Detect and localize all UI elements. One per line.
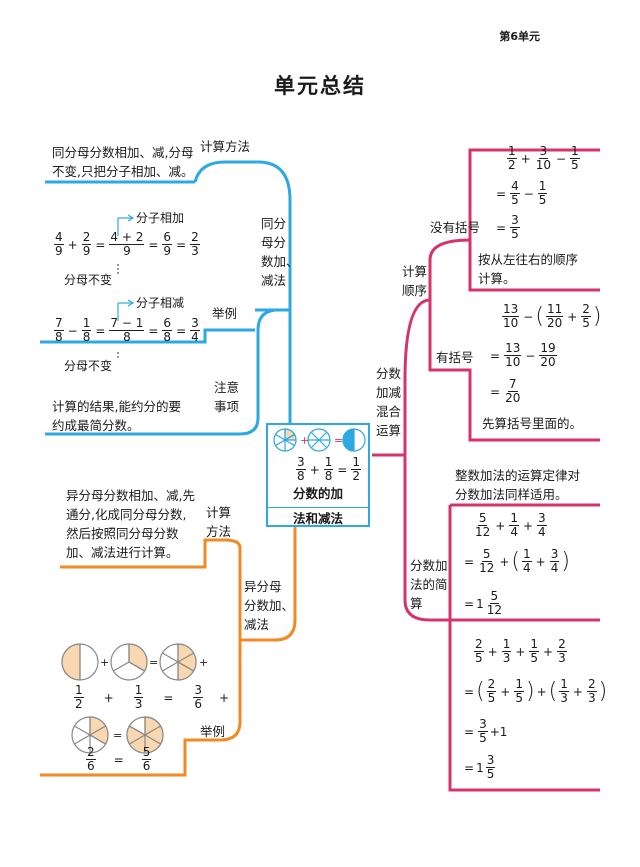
same-example-label: 举例 [212, 306, 238, 321]
svg-text:=: = [334, 434, 343, 447]
mixed-branch-label: 分数 加减 混合 运算 [376, 366, 402, 438]
add-denominator-note: 分母不变 [64, 273, 113, 287]
svg-text:+: + [199, 656, 208, 669]
diff-example-label: 举例 [200, 724, 226, 739]
sub-denominator-note: 分母不变 [64, 359, 113, 373]
no-paren-text: 按从左往右的顺序 计算。 [478, 252, 579, 286]
svg-text:=: = [113, 729, 122, 742]
center-title: 分数的加 法和减法 [268, 485, 368, 528]
same-method-text: 同分母分数相加、减,分母 不变,只把分子相加、减。 [52, 145, 194, 179]
order-label: 计算 顺序 [402, 264, 428, 298]
paren-label: 有括号 [436, 350, 474, 365]
attention-text: 计算的结果,能约分的要 约成最简分数。 [52, 399, 181, 433]
diff-method-label: 计算 方法 [206, 505, 232, 539]
same-method-label: 计算方法 [200, 139, 251, 154]
no-paren-label: 没有括号 [430, 220, 481, 235]
diff-example-pies: + = + = [61, 643, 208, 754]
attention-label: 注意 事项 [214, 380, 240, 414]
svg-text:+: + [300, 434, 309, 447]
page-title: 单元总结 [274, 74, 366, 98]
diff-branch-label: 异分母 分数加、 减法 [244, 579, 295, 632]
unit-label: 第6单元 [499, 30, 540, 43]
diff-method-text: 异分母分数相加、减,先 通分,化成同分母分数, 然后按照同分母分数 加、减法进行… [66, 488, 195, 560]
svg-text:=: = [149, 656, 158, 669]
simple-label: 分数加 法的简 算 [410, 558, 448, 611]
paren-text: 先算括号里面的。 [482, 416, 583, 431]
same-branch-label: 同分 母分 数加、 减法 [261, 216, 299, 288]
law-text: 整数加法的运算定律对 分数加法同样适用。 [455, 468, 581, 502]
center-pies-icon: + = [273, 428, 366, 452]
svg-text:+: + [100, 656, 109, 669]
sub-numerator-note: 分子相减 [136, 296, 185, 310]
add-numerator-note: 分子相加 [136, 211, 185, 225]
